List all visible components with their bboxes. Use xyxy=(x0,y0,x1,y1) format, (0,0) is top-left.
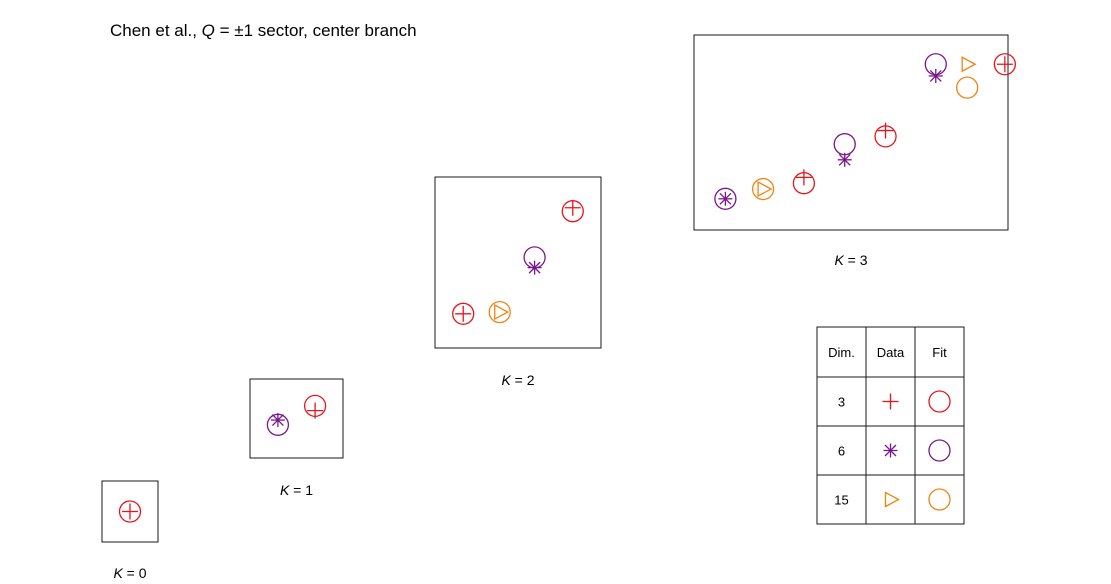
panel-label-value: = 3 xyxy=(844,252,868,268)
panel-k3: K = 3 xyxy=(693,34,1017,268)
panel-label-value: = 2 xyxy=(511,372,535,388)
point-dim3-fit xyxy=(303,394,327,418)
point-dim3-fit xyxy=(118,500,142,523)
point-dim6-fit xyxy=(266,413,290,436)
legend-header-2: Fit xyxy=(932,345,947,360)
point-dim15-data xyxy=(757,180,773,198)
point-dim3-data xyxy=(996,56,1013,73)
point-dim15-data xyxy=(961,56,977,73)
point-dim6-fit xyxy=(833,133,856,156)
legend-dim-15: 15 xyxy=(834,493,848,508)
point-dim3-fit xyxy=(792,172,816,195)
legend-fit-marker-15 xyxy=(928,488,951,511)
panel-label-var: K xyxy=(280,482,290,498)
legend-data-marker-3 xyxy=(882,393,899,410)
panel-k1: K = 1 xyxy=(249,378,344,498)
legend-fit-marker-3 xyxy=(928,390,951,413)
point-dim6-fit xyxy=(714,187,737,210)
panel-label-value: = 1 xyxy=(289,482,313,498)
legend-table: Dim. Data Fit 3 6 15 xyxy=(816,326,965,525)
legend-fit-marker-6 xyxy=(928,439,951,462)
title-prefix: Chen et al., xyxy=(110,21,202,40)
point-dim15-fit xyxy=(751,177,775,201)
point-dim6-data xyxy=(928,68,943,83)
panel-label-var: K xyxy=(501,372,511,388)
point-dim3-fit xyxy=(561,200,584,223)
legend-data-marker-15 xyxy=(884,491,900,508)
panel-label: K = 2 xyxy=(501,372,534,388)
point-dim3-data xyxy=(877,122,894,139)
point-dim3-data xyxy=(122,503,138,520)
point-dim15-fit xyxy=(956,76,979,99)
legend-header-1: Data xyxy=(877,345,905,360)
title-italic: Q xyxy=(202,21,215,40)
legend-dim-3: 3 xyxy=(838,395,845,410)
panel-frame xyxy=(434,176,602,349)
legend-header-0: Dim. xyxy=(828,345,855,360)
point-dim3-fit xyxy=(874,125,897,148)
panel-label: K = 3 xyxy=(834,252,867,268)
panel-label-var: K xyxy=(113,565,123,581)
point-dim6-fit xyxy=(523,246,546,269)
point-dim6-data xyxy=(270,413,285,428)
panel-frame xyxy=(693,34,1009,231)
point-dim6-data xyxy=(718,191,733,206)
panel-label: K = 1 xyxy=(280,482,313,498)
legend-data-marker-6 xyxy=(883,443,898,458)
point-dim15-data xyxy=(494,304,510,321)
panel-k2: K = 2 xyxy=(434,176,602,388)
panel-label-var: K xyxy=(834,252,844,268)
figure-title: Chen et al., Q = ±1 sector, center branc… xyxy=(110,21,417,40)
panel-label: K = 0 xyxy=(113,565,146,581)
legend-dim-6: 6 xyxy=(838,444,845,459)
panel-frame xyxy=(101,480,159,543)
point-dim6-fit xyxy=(924,53,947,76)
point-dim3-fit xyxy=(993,53,1017,76)
point-dim3-data xyxy=(564,199,581,216)
panels-group: K = 0K = 1K = 2K = 3 xyxy=(101,34,1017,581)
point-dim3-data xyxy=(455,305,472,322)
point-dim3-data xyxy=(795,169,812,186)
title-suffix: = ±1 sector, center branch xyxy=(215,21,417,40)
point-dim15-fit xyxy=(488,300,511,324)
point-dim3-fit xyxy=(452,302,475,325)
panel-label-value: = 0 xyxy=(123,565,147,581)
panel-k0: K = 0 xyxy=(101,480,159,581)
panel-frame xyxy=(249,378,344,459)
